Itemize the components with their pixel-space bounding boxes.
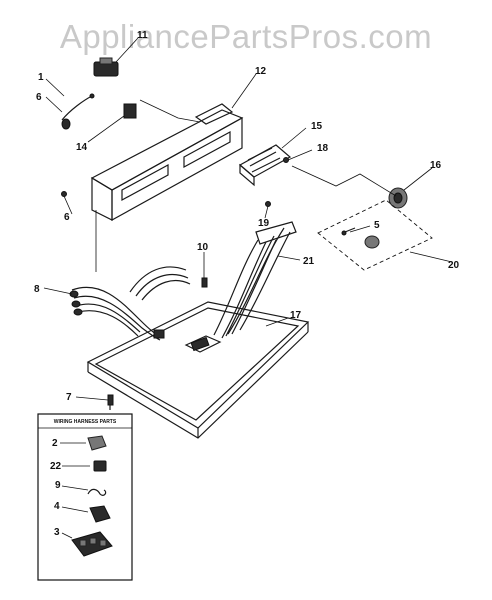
callout-21: 21 [303, 256, 315, 267]
small-parts [61, 57, 271, 410]
leader-lines [43, 37, 453, 401]
watermark: AppliancePartsPros.com [59, 18, 433, 55]
callout-18: 18 [317, 143, 329, 154]
callout-11: 11 [137, 30, 148, 41]
callout-14: 14 [76, 142, 88, 153]
callout-numbers: 1 6 11 12 14 15 18 16 6 19 5 20 10 21 8 … [34, 30, 460, 403]
callout-17: 17 [290, 310, 302, 321]
top-panel [86, 301, 310, 439]
callout-5: 5 [374, 220, 380, 231]
callout-16: 16 [430, 160, 442, 171]
callout-15: 15 [311, 121, 323, 132]
kit-callout-4: 4 [54, 501, 60, 512]
callout-6b: 6 [64, 212, 70, 223]
wire-harness-21 [213, 221, 297, 339]
kit-callout-22: 22 [50, 461, 62, 472]
callout-7: 7 [66, 392, 72, 403]
kit-title: WIRING HARNESS PARTS [54, 419, 117, 425]
knob-assembly-20 [317, 199, 433, 271]
callout-20: 20 [448, 260, 460, 271]
callout-1: 1 [38, 72, 44, 83]
knob-16 [388, 187, 408, 209]
callout-6a: 6 [36, 92, 42, 103]
control-console [90, 103, 244, 272]
kit-callout-9: 9 [55, 480, 61, 491]
callout-19: 19 [258, 218, 270, 229]
callout-8: 8 [34, 284, 40, 295]
timer-part [238, 144, 292, 187]
kit-callout-2: 2 [52, 438, 58, 449]
callout-12: 12 [255, 66, 267, 77]
callout-10: 10 [197, 242, 209, 253]
harness-parts-kit: WIRING HARNESS PARTS 2 22 9 4 3 [37, 413, 133, 581]
wire-harness-8 [69, 266, 191, 341]
kit-callout-3: 3 [54, 527, 60, 538]
